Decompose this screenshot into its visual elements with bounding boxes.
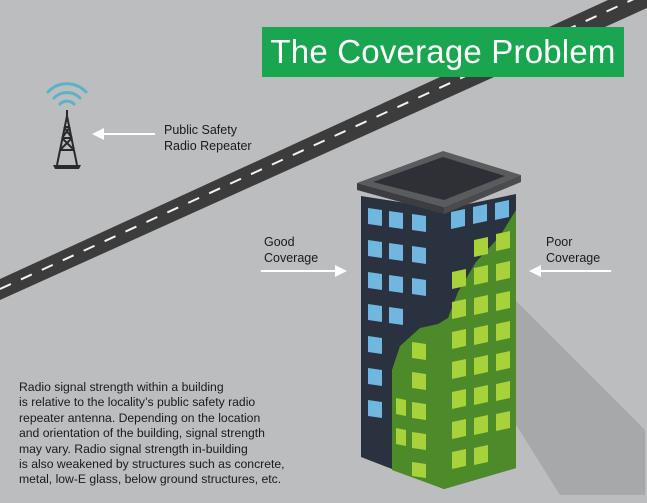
- repeater-arrow: [92, 128, 155, 140]
- caption-line: is also weakened by structures such as c…: [19, 457, 285, 472]
- signal-waves-icon: [46, 82, 88, 106]
- poor-coverage-arrow: [529, 265, 611, 277]
- repeater-label: Public Safety Radio Repeater: [164, 122, 252, 154]
- roof-top: [373, 157, 505, 200]
- caption-line: is relative to the locality’s public saf…: [19, 395, 256, 410]
- caption-line: repeater antenna. Depending on the locat…: [19, 410, 261, 425]
- caption-text: Radio signal strength within a building …: [19, 380, 349, 488]
- roof-parapet-right: [444, 175, 521, 214]
- caption-line: Radio signal strength within a building: [19, 380, 224, 394]
- right-windows-blue: [451, 200, 509, 229]
- caption-line: may vary. Radio signal strength in-build…: [19, 441, 248, 456]
- repeater-label-line1: Public Safety: [164, 123, 237, 137]
- poor-coverage-label-line1: Poor: [546, 235, 573, 249]
- building: [357, 151, 521, 489]
- poor-coverage-label-line2: Coverage: [546, 251, 601, 265]
- page-title: The Coverage Problem: [262, 27, 624, 77]
- caption-line: and orientation of the building, signal …: [19, 426, 265, 441]
- good-coverage-label: Good Coverage: [264, 234, 318, 266]
- green-windows: [396, 231, 510, 478]
- good-coverage-label-line1: Good: [264, 235, 295, 249]
- caption-line: metal, low-E glass, below ground structu…: [19, 472, 282, 487]
- left-windows: [368, 208, 426, 418]
- repeater-label-line2: Radio Repeater: [164, 139, 252, 153]
- poor-coverage-label: Poor Coverage: [546, 234, 600, 266]
- roof-parapet-left: [357, 183, 444, 214]
- good-coverage-arrow: [261, 265, 347, 277]
- good-coverage-label-line2: Coverage: [264, 251, 319, 265]
- radio-tower-icon: [53, 110, 81, 169]
